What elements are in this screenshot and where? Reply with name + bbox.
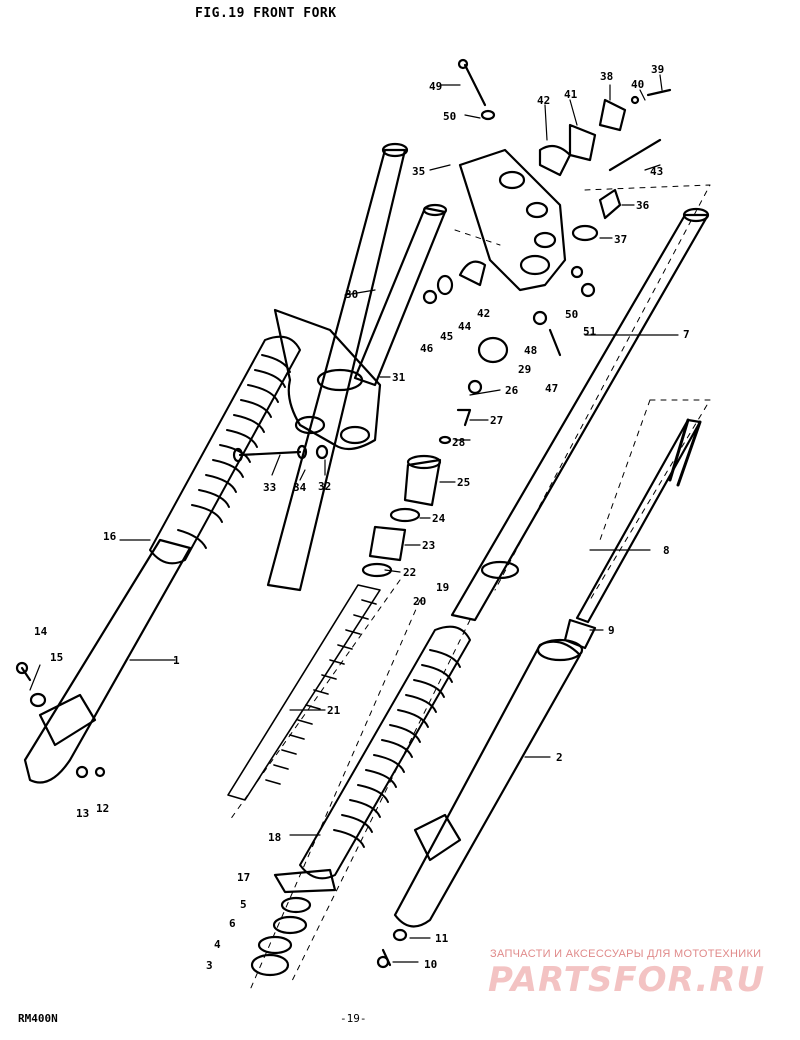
callout-label: 11 bbox=[435, 932, 449, 945]
callout-label: 48 bbox=[524, 344, 537, 357]
callout-label: 39 bbox=[651, 63, 664, 76]
callout-label: 19 bbox=[436, 581, 449, 594]
callout-label: 42 bbox=[477, 307, 490, 320]
callout-label: 13 bbox=[76, 807, 89, 820]
callout-label: 5 bbox=[240, 898, 247, 911]
callout-label: 12 bbox=[96, 802, 109, 815]
leader-lines bbox=[29, 74, 679, 963]
clamp-bolt-parts bbox=[232, 444, 329, 463]
callout-label: 50 bbox=[443, 110, 456, 123]
left-outer-tube bbox=[23, 142, 409, 784]
callout-label: 15 bbox=[50, 651, 63, 664]
callout-label: 4 bbox=[214, 938, 221, 951]
damper-rod bbox=[563, 418, 702, 650]
upper-bracket bbox=[458, 148, 567, 292]
callout-label: 40 bbox=[631, 78, 644, 91]
left-fork-boot bbox=[149, 335, 301, 565]
callout-label: 49 bbox=[429, 80, 442, 93]
fork-spring bbox=[227, 584, 381, 801]
callout-label: 47 bbox=[545, 382, 558, 395]
callout-label: 27 bbox=[490, 414, 503, 427]
callout-label: 35 bbox=[412, 165, 425, 178]
callout-label: 36 bbox=[636, 199, 650, 212]
callout-label: 29 bbox=[518, 363, 531, 376]
watermark-subtitle: ЗАПЧАСТИ И АКСЕССУАРЫ ДЛЯ МОТОТЕХНИКИ bbox=[490, 948, 762, 960]
callout-label: 34 bbox=[293, 481, 307, 494]
callout-label: 16 bbox=[103, 530, 117, 543]
callout-label: 28 bbox=[452, 436, 465, 449]
lower-seal-parts bbox=[250, 868, 337, 977]
callout-label: 21 bbox=[327, 704, 341, 717]
watermark-logo: PARTSFOR.RU bbox=[488, 960, 766, 1000]
inner-tube-30 bbox=[353, 203, 448, 387]
callout-label: 31 bbox=[392, 371, 406, 384]
callout-label: 43 bbox=[650, 165, 663, 178]
figure-title: FIG.19 FRONT FORK bbox=[195, 6, 337, 21]
callout-label: 22 bbox=[403, 566, 416, 579]
callout-label: 14 bbox=[34, 625, 48, 638]
steering-stem-parts bbox=[422, 58, 672, 364]
callout-label: 38 bbox=[600, 70, 613, 83]
callout-label: 26 bbox=[505, 384, 519, 397]
page-number: -19- bbox=[340, 1012, 367, 1025]
callout-label: 6 bbox=[229, 917, 236, 930]
lower-bracket bbox=[273, 308, 382, 451]
callout-label: 9 bbox=[608, 624, 615, 637]
callout-label: 7 bbox=[683, 328, 690, 341]
callout-label: 17 bbox=[237, 871, 250, 884]
callout-label: 50 bbox=[565, 308, 578, 321]
callout-label: 1 bbox=[173, 654, 180, 667]
callout-label: 44 bbox=[458, 320, 472, 333]
drain-bolt-parts bbox=[15, 661, 106, 779]
right-inner-tube bbox=[450, 207, 710, 622]
callout-label: 23 bbox=[422, 539, 435, 552]
callout-label: 18 bbox=[268, 831, 281, 844]
callout-labels: 1 2 3 4 5 6 7 8 9 10 11 12 13 14 15 16 1… bbox=[34, 63, 690, 972]
callout-label: 2 bbox=[556, 751, 563, 764]
callout-label: 10 bbox=[424, 958, 437, 971]
callout-label: 32 bbox=[318, 480, 331, 493]
callout-label: 25 bbox=[457, 476, 470, 489]
callout-label: 45 bbox=[440, 330, 453, 343]
right-fork-boot bbox=[299, 625, 471, 880]
dashed-guides bbox=[229, 184, 711, 991]
callout-label: 30 bbox=[345, 288, 358, 301]
callout-label: 37 bbox=[614, 233, 627, 246]
callout-label: 42 bbox=[537, 94, 550, 107]
callout-label: 24 bbox=[432, 512, 446, 525]
model-code: RM400N bbox=[18, 1012, 58, 1025]
callout-label: 20 bbox=[413, 595, 426, 608]
callout-label: 33 bbox=[263, 481, 276, 494]
right-outer-tube bbox=[376, 638, 584, 969]
callout-label: 8 bbox=[663, 544, 670, 557]
damper-parts bbox=[361, 379, 483, 578]
callout-label: 51 bbox=[583, 325, 597, 338]
callout-label: 3 bbox=[206, 959, 213, 972]
callout-label: 46 bbox=[420, 342, 434, 355]
callout-label: 41 bbox=[564, 88, 578, 101]
